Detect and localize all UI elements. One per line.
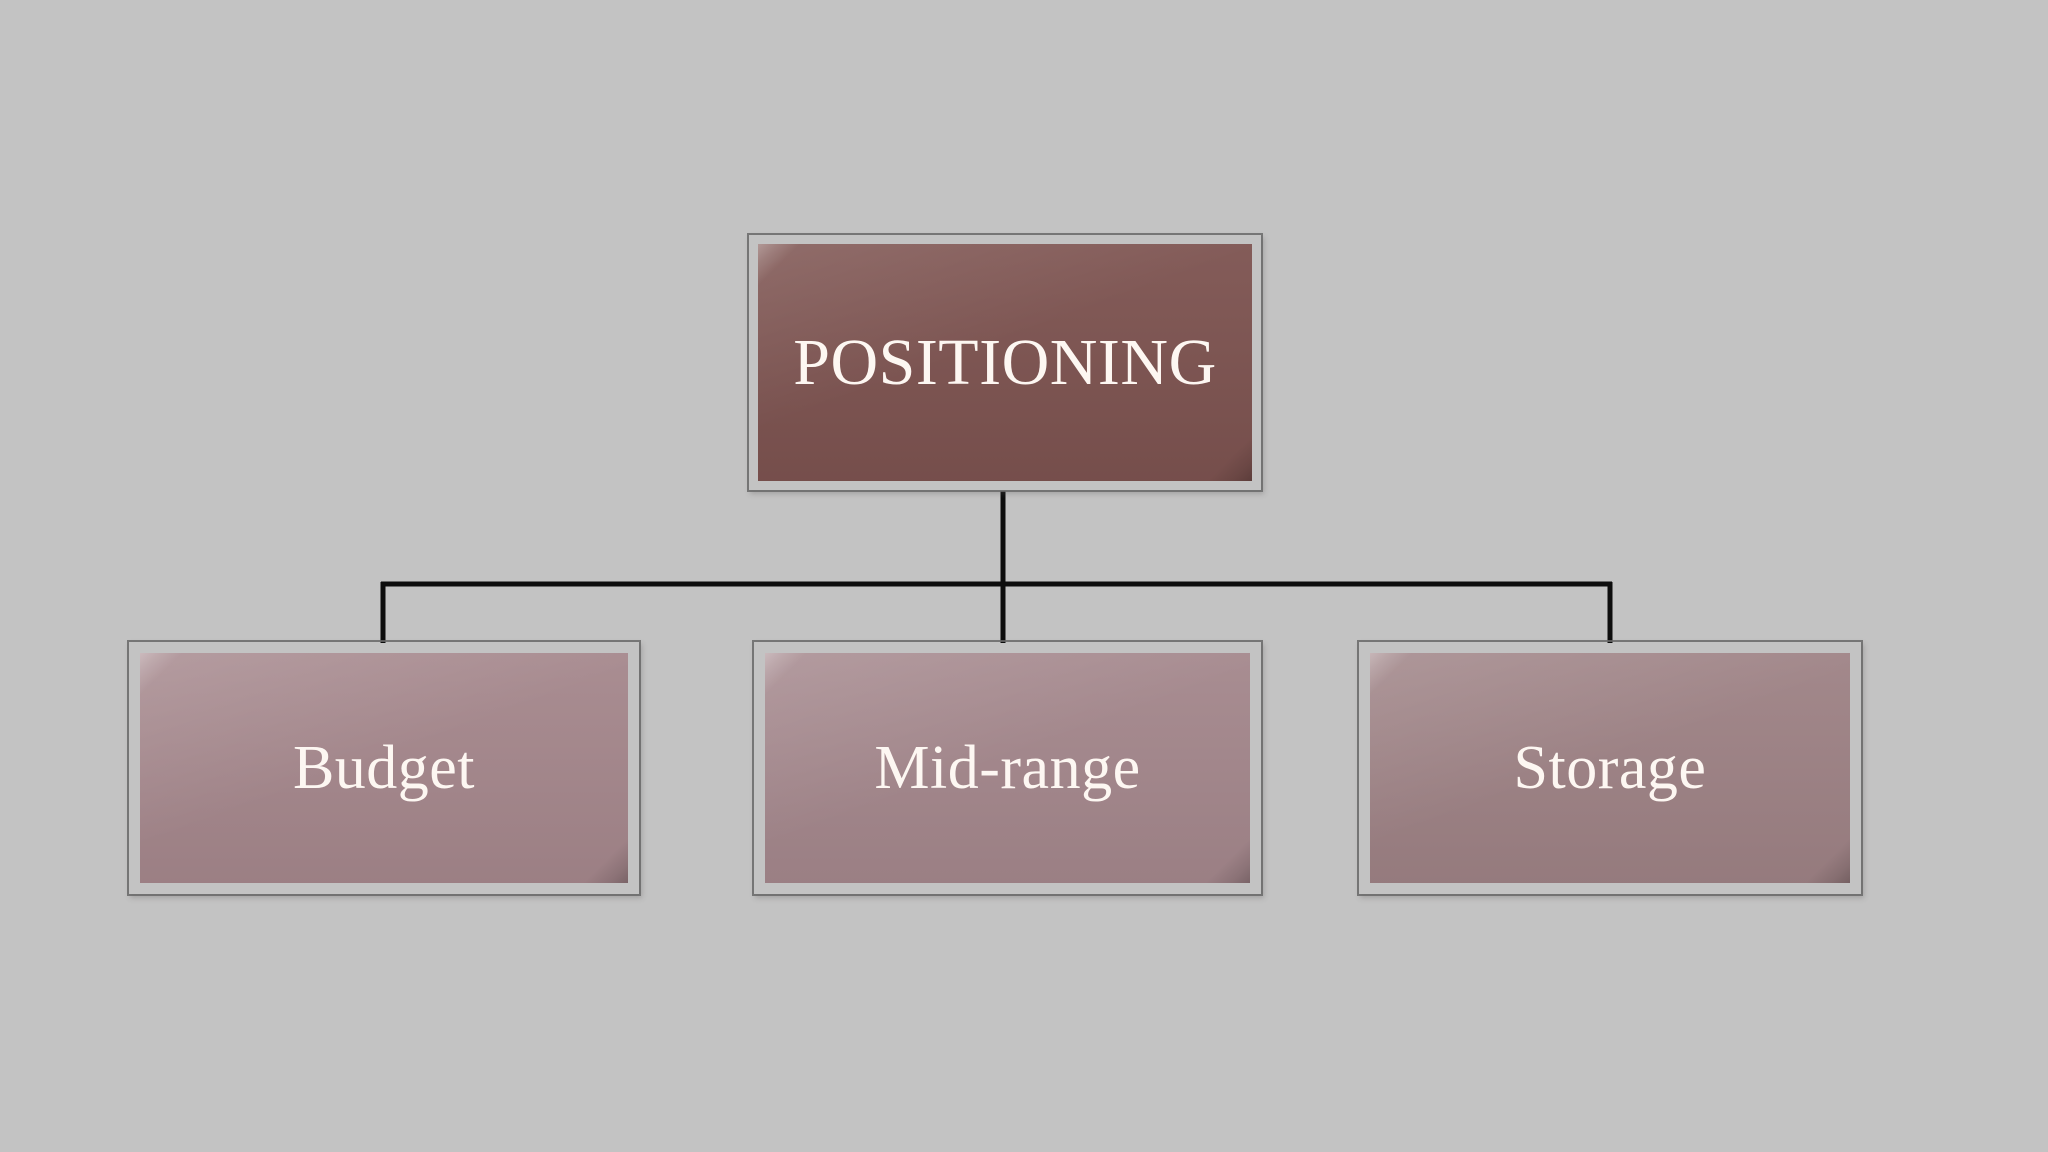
node-budget[interactable]: Budget: [128, 641, 640, 895]
node-positioning[interactable]: POSITIONING: [748, 234, 1262, 491]
node-label-budget: Budget: [292, 734, 476, 802]
node-mid-range[interactable]: Mid-range: [753, 641, 1262, 895]
node-storage[interactable]: Storage: [1358, 641, 1862, 895]
node-label-mid-range: Mid-range: [874, 734, 1141, 802]
node-label-positioning: POSITIONING: [793, 325, 1217, 399]
node-label-storage: Storage: [1513, 734, 1707, 802]
